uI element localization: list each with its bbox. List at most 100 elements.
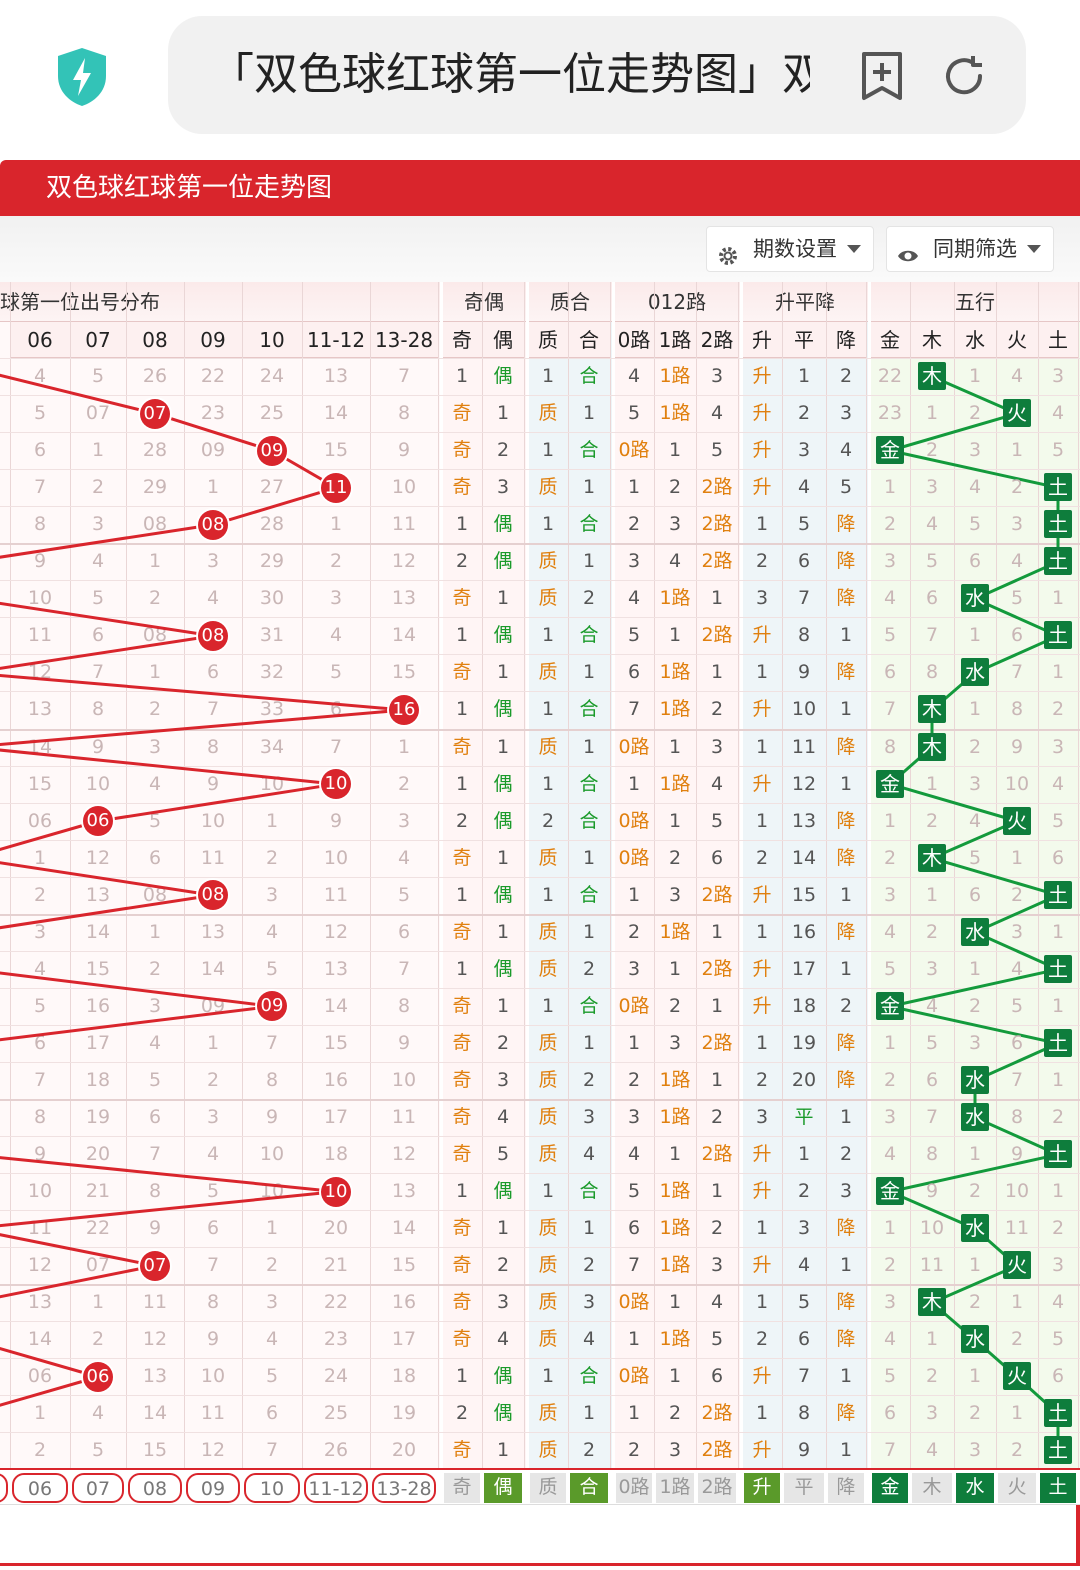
property-cell: 19 [791,1031,817,1054]
number-cell: 11 [391,513,417,536]
footer-cell[interactable]: 奇 [444,1473,480,1503]
five-element-line [889,967,1059,1008]
number-cell: 2 [148,698,162,721]
property-cell: 1 [582,1031,596,1054]
grid-line [654,282,655,1502]
footer-cell[interactable]: 火 [998,1473,1036,1503]
footer-cell[interactable]: 0路 [616,1473,652,1503]
property-cell: 1 [627,883,641,906]
five-element-mark: 火 [1003,1251,1031,1280]
property-cell: 3 [839,1180,853,1203]
number-cell: 4 [91,550,105,573]
footer-cell[interactable] [0,1473,8,1503]
five-element-cell: 7 [925,624,939,647]
number-cell: 3 [329,587,343,610]
column-header: 07 [70,322,126,358]
property-cell: 1 [582,476,596,499]
property-cell: 3 [496,1068,510,1091]
number-cell: 8 [148,1180,162,1203]
property-cell: 1 [755,735,769,758]
property-cell: 1 [541,624,555,647]
number-cell: 5 [33,402,47,425]
footer-cell[interactable]: 升 [744,1473,780,1503]
five-element-cell: 3 [925,476,939,499]
number-cell: 9 [148,1217,162,1240]
footer-cell[interactable]: 土 [1040,1473,1076,1503]
property-cell: 3 [710,735,724,758]
number-cell: 1 [33,846,47,869]
number-cell: 10 [200,809,226,832]
grid-line [954,282,955,1502]
row-line [0,1210,1080,1212]
number-cell: 24 [259,365,285,387]
column-header: 2路 [696,322,738,358]
refresh-icon[interactable] [940,52,988,100]
footer-cell[interactable]: 08 [128,1473,182,1503]
number-cell: 8 [33,1106,47,1128]
property-cell: 1 [839,1254,853,1277]
property-cell: 奇 [452,661,472,684]
five-element-mark: 水 [961,584,989,613]
number-cell: 7 [397,957,411,980]
red-ball-hit: 07 [140,1250,170,1281]
number-cell: 21 [323,1254,349,1277]
number-cell: 5 [91,1439,105,1462]
same-period-filter-button[interactable]: 同期筛选 [886,226,1054,272]
number-cell: 07 [85,1254,111,1277]
footer-cell[interactable]: 质 [530,1473,566,1503]
five-element-cell: 4 [1010,550,1024,573]
section-divider [440,282,443,1502]
number-cell: 2 [33,1439,47,1462]
column-header: 木 [910,322,954,358]
five-element-cell: 6 [925,587,939,610]
five-element-cell: 1 [883,476,897,499]
property-cell: 5 [710,809,724,832]
five-element-cell: 7 [1010,1068,1024,1091]
row-line [0,1395,1080,1397]
five-element-cell: 2 [968,994,982,1017]
footer-cell[interactable]: 09 [186,1473,240,1503]
footer-cell[interactable]: 水 [956,1473,994,1503]
property-cell: 质 [538,1254,558,1277]
footer-cell[interactable]: 13-28 [372,1473,436,1503]
footer-cell[interactable]: 07 [72,1473,124,1503]
footer-cell[interactable]: 1路 [656,1473,694,1503]
footer-cell[interactable]: 合 [570,1473,608,1503]
five-element-line [889,1153,1059,1194]
property-cell: 奇 [452,846,472,869]
number-cell: 11 [142,1291,168,1314]
property-cell: 1 [582,735,596,758]
footer-cell[interactable]: 平 [784,1473,824,1503]
add-bookmark-icon[interactable] [858,50,906,102]
footer-cell[interactable]: 06 [12,1473,68,1503]
security-shield-icon[interactable] [54,46,110,108]
property-cell: 2 [455,1402,469,1425]
row-line [0,691,1080,693]
number-cell: 12 [391,550,417,573]
property-cell: 1 [582,920,596,943]
number-cell: 13 [85,883,111,906]
number-cell: 14 [200,957,226,980]
five-element-cell: 5 [1010,587,1024,610]
number-cell: 18 [391,1365,417,1388]
footer-cell[interactable]: 金 [872,1473,908,1503]
property-cell: 1 [541,1365,555,1388]
footer-cell[interactable]: 11-12 [304,1473,368,1503]
row-line [0,1173,1080,1175]
footer-cell[interactable]: 降 [828,1473,864,1503]
number-cell: 06 [27,1365,53,1388]
footer-cell[interactable]: 2路 [698,1473,736,1503]
number-cell: 1 [33,1402,47,1425]
url-field[interactable]: 「双色球红球第一位走势图」双色球红球第一位走势图 [168,16,1026,134]
five-element-cell: 5 [883,624,897,647]
property-cell: 1 [455,883,469,906]
footer-cell[interactable]: 偶 [484,1473,522,1503]
property-cell: 偶 [493,698,513,721]
property-cell: 1 [710,661,724,684]
number-cell: 2 [91,1328,105,1351]
footer-cell[interactable]: 木 [912,1473,952,1503]
period-settings-button[interactable]: 期数设置 [706,226,874,272]
footer-cell[interactable]: 10 [244,1473,300,1503]
property-cell: 3 [710,365,724,387]
grid-line [738,282,739,1502]
